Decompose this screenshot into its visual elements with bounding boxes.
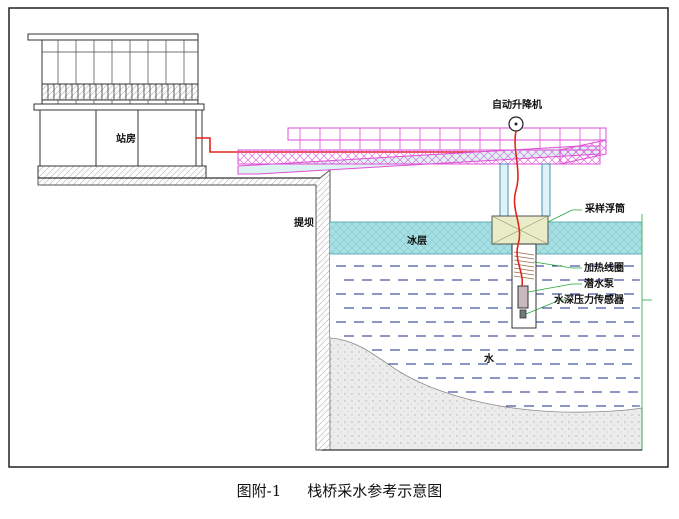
caption-number: 图附-1 [236,482,282,500]
lift-cable [513,130,524,287]
sediment [329,337,643,451]
station-label: 站房 [116,132,136,145]
ice-layer [330,222,642,254]
ground-surface [37,168,331,451]
submersible-pump [517,285,529,309]
caption-title: 栈桥采水参考示意图 [307,482,443,500]
outer-frame [8,7,669,468]
embankment-label: 提坝 [294,216,314,229]
pressure-sensor-label: 水深压力传感器 [553,293,625,306]
water-label: 水 [483,352,495,365]
lift-label: 自动升降机 [492,98,542,111]
leader-lines [525,209,652,315]
float-tube-label: 采样浮筒 [584,202,625,215]
heating-coil-label: 加热线圈 [583,261,624,274]
pump-label: 潜水泵 [584,277,615,290]
figure-caption: 图附-1 栈桥采水参考示意图 [0,480,679,501]
ice-label: 冰层 [407,234,427,247]
trestle-bridge [237,127,607,217]
water-basin [322,214,643,451]
station-building [27,33,207,179]
pressure-sensor [519,309,527,319]
